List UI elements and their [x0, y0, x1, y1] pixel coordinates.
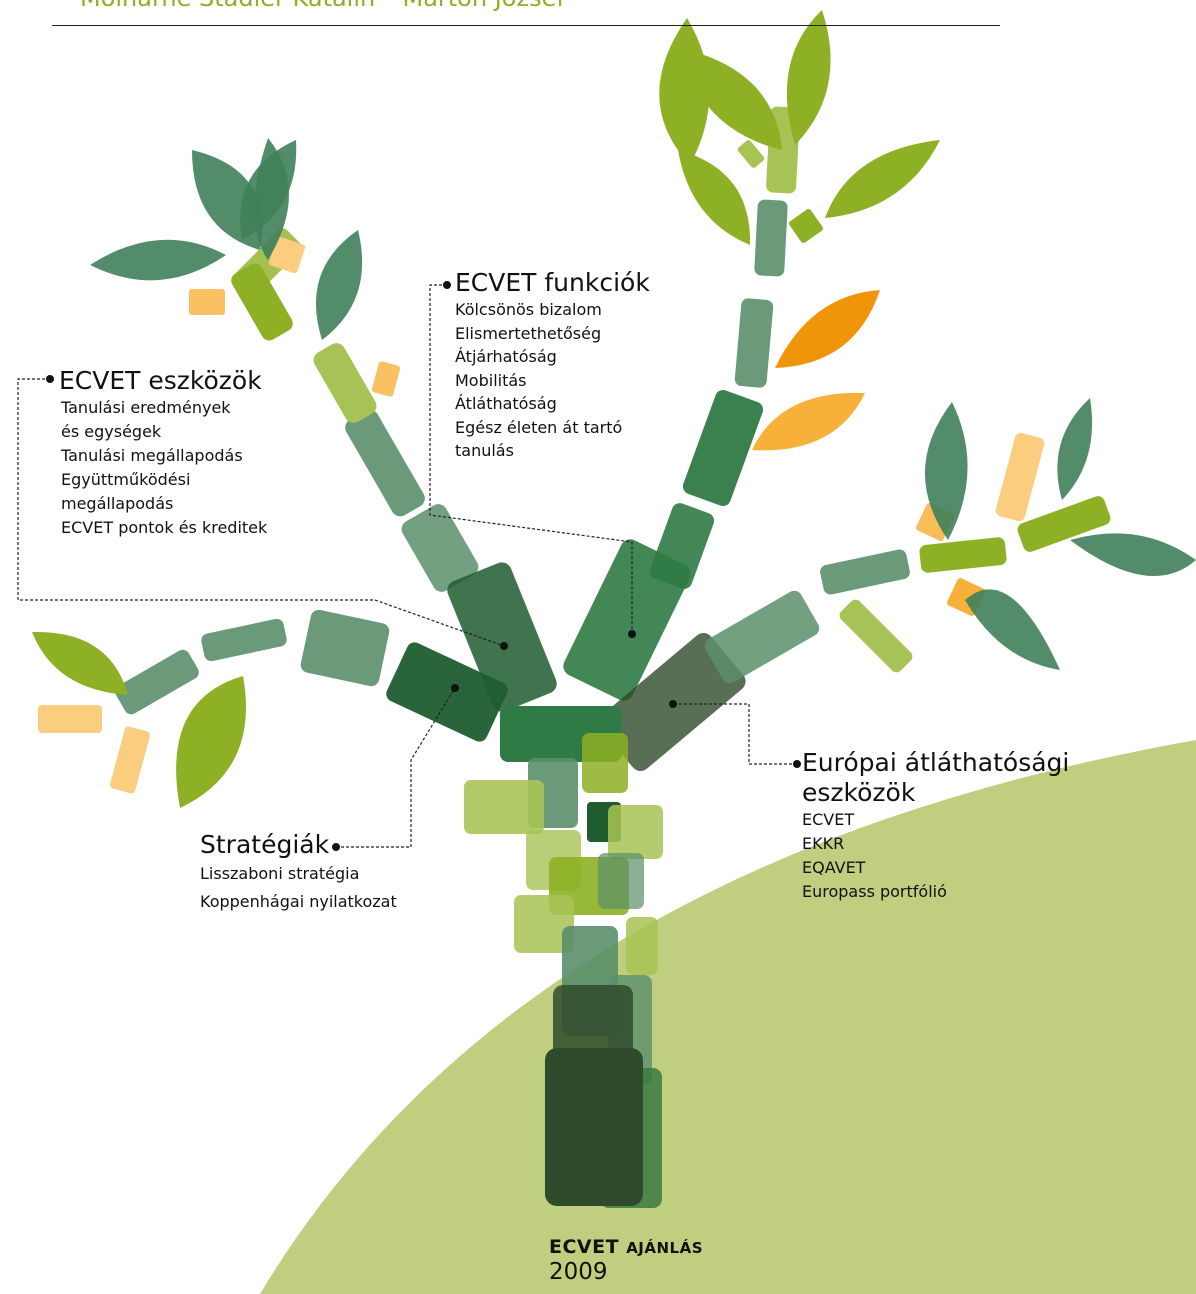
europai-item: EQAVET — [802, 858, 866, 877]
center-branch — [447, 10, 940, 712]
label-europai-atlathatosagi-eszkozok: Európai átláthatósági eszközök ECVET EKK… — [802, 748, 1069, 904]
strategiak-title: Stratégiák — [200, 830, 330, 859]
root-title: ECVET AJÁNLÁS — [549, 1236, 703, 1258]
root-title-sub: AJÁNLÁS — [626, 1239, 704, 1257]
funkciok-item: Mobilitás — [455, 370, 527, 390]
page-header: Molnárné Stadler Katalin – Marton József — [80, 0, 565, 12]
connector-eszkozok — [17, 378, 505, 647]
europai-item: Europass portfólió — [802, 882, 947, 901]
label-ecvet-funkciok: ECVET funkciók Kölcsönös bizalom Elismer… — [455, 268, 650, 463]
label-ecvet-eszkozok: ECVET eszközök Tanulási eredmények és eg… — [59, 366, 267, 540]
eszkozok-title: ECVET eszközök — [59, 366, 262, 395]
connector-dots — [46, 281, 801, 851]
eszkozok-item: Tanulási eredmények — [61, 398, 231, 417]
hill — [260, 740, 1196, 1294]
europai-title-line: eszközök — [802, 778, 916, 807]
root-label: ECVET AJÁNLÁS 2009 — [549, 1236, 703, 1286]
funkciok-item: Egész életen át tartó — [455, 417, 623, 437]
header-rule — [52, 25, 1000, 26]
label-strategiak: Stratégiák Lisszaboni stratégia Koppenhá… — [200, 830, 397, 916]
root-year: 2009 — [549, 1259, 608, 1285]
connector-lines — [17, 284, 797, 848]
europai-item: EKKR — [802, 834, 845, 853]
trunk — [464, 706, 663, 1208]
left-branch — [90, 138, 479, 592]
funkciok-item: tanulás — [455, 441, 514, 460]
eszkozok-item: ECVET pontok és kreditek — [61, 518, 268, 537]
eszkozok-item: megállapodás — [61, 494, 174, 513]
funkciok-item: Átjárhatóság — [455, 347, 557, 366]
europai-title-line: Európai átláthatósági — [802, 748, 1070, 777]
strategiak-item: Lisszaboni stratégia — [200, 864, 360, 883]
connector-funkciok — [429, 284, 633, 634]
strategiak-item: Koppenhágai nyilatkozat — [200, 892, 397, 911]
funkciok-item: Elismertethetőség — [455, 323, 602, 343]
funkciok-item: Átláthatóság — [455, 394, 557, 413]
europai-item: ECVET — [802, 810, 855, 829]
right-branch — [598, 398, 1196, 772]
funkciok-title: ECVET funkciók — [455, 268, 650, 297]
eszkozok-item: Együttműködési — [61, 470, 191, 489]
root-title-main: ECVET — [549, 1236, 620, 1258]
eszkozok-item: és egységek — [61, 422, 162, 441]
connector-strategiak — [336, 687, 456, 848]
funkciok-item: Kölcsönös bizalom — [455, 300, 602, 319]
eszkozok-item: Tanulási megállapodás — [61, 446, 243, 465]
connector-europai — [673, 703, 797, 765]
far-left-branch — [32, 609, 508, 808]
